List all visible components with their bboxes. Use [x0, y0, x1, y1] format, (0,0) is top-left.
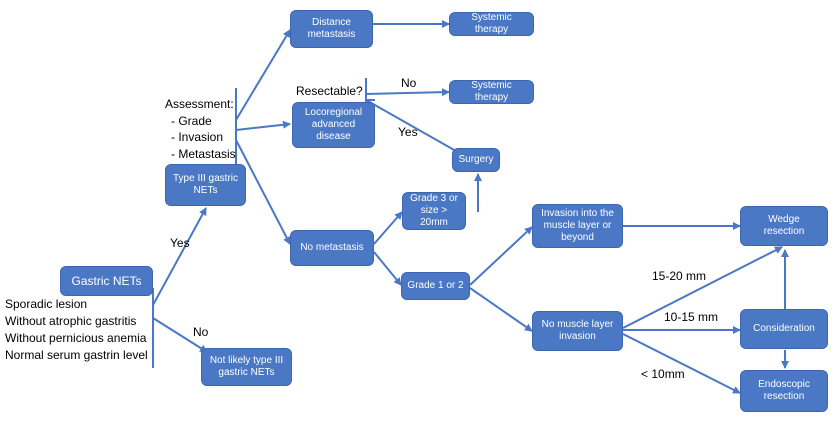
- systemic-therapy-1-node: Systemic therapy: [449, 12, 534, 36]
- not-likely-node: Not likely type III gastric NETs: [201, 348, 292, 386]
- label-resectable: Resectable?: [296, 84, 363, 98]
- criteria-item: Sporadic lesion: [5, 297, 88, 311]
- surgery-node: Surgery: [452, 148, 500, 172]
- gastric-nets-node: Gastric NETs: [60, 266, 153, 296]
- endoscopic-resection-node: Endoscopic resection: [740, 370, 828, 412]
- assessment-item: - Invasion: [171, 130, 224, 144]
- grade3-node: Grade 3 or size > 20mm: [402, 192, 466, 230]
- locoregional-node: Locoregional advanced disease: [292, 102, 375, 148]
- label-10-15mm: 10-15 mm: [664, 310, 719, 324]
- arrow-invasion: [469, 226, 533, 286]
- systemic-therapy-2-node: Systemic therapy: [449, 80, 534, 104]
- arrow-lt10-endoscopic: [622, 333, 741, 394]
- distance-metastasis-node: Distance metastasis: [290, 10, 373, 48]
- criteria-item: Without pernicious anemia: [5, 331, 147, 345]
- arrow-distance-met: [235, 29, 291, 121]
- criteria-item: Without atrophic gastritis: [5, 314, 137, 328]
- arrow-no-muscle: [469, 287, 533, 332]
- label-15-20mm: 15-20 mm: [652, 269, 707, 283]
- label-no-type3: No: [193, 325, 209, 339]
- label-no-resect: No: [401, 76, 417, 90]
- arrow-no-met: [235, 139, 291, 245]
- label-yes-type3: Yes: [170, 236, 190, 250]
- arrow-grade12: [373, 251, 402, 286]
- assessment-list: Assessment: - Grade - Invasion - Metasta…: [165, 96, 236, 162]
- criteria-item: Normal serum gastrin level: [5, 348, 148, 362]
- arrow-surgery: [365, 99, 464, 156]
- assessment-title: Assessment:: [165, 97, 234, 111]
- invasion-node: Invasion into the muscle layer or beyond: [532, 204, 623, 248]
- assessment-item: - Metastasis: [171, 146, 236, 161]
- arrow-systemic2: [365, 88, 450, 97]
- wedge-resection-node: Wedge resection: [740, 206, 828, 246]
- assessment-item: - Grade: [171, 113, 212, 128]
- no-muscle-node: No muscle layer invasion: [532, 311, 623, 351]
- type3-node: Type III gastric NETs: [165, 164, 246, 206]
- arrow-locoregional: [235, 120, 291, 131]
- arrow-grade3: [373, 211, 403, 245]
- arrow-15-20-wedge: [622, 246, 783, 329]
- consideration-node: Consideration: [740, 309, 828, 349]
- no-metastasis-node: No metastasis: [290, 230, 374, 266]
- arrow-no-not-likely: [152, 317, 208, 353]
- criteria-list: Sporadic lesion Without atrophic gastrit…: [5, 296, 148, 364]
- grade12-node: Grade 1 or 2: [401, 272, 470, 300]
- label-lt10mm: < 10mm: [641, 367, 685, 381]
- arrow-yes-type3: [152, 207, 207, 306]
- label-yes-resect: Yes: [398, 125, 418, 139]
